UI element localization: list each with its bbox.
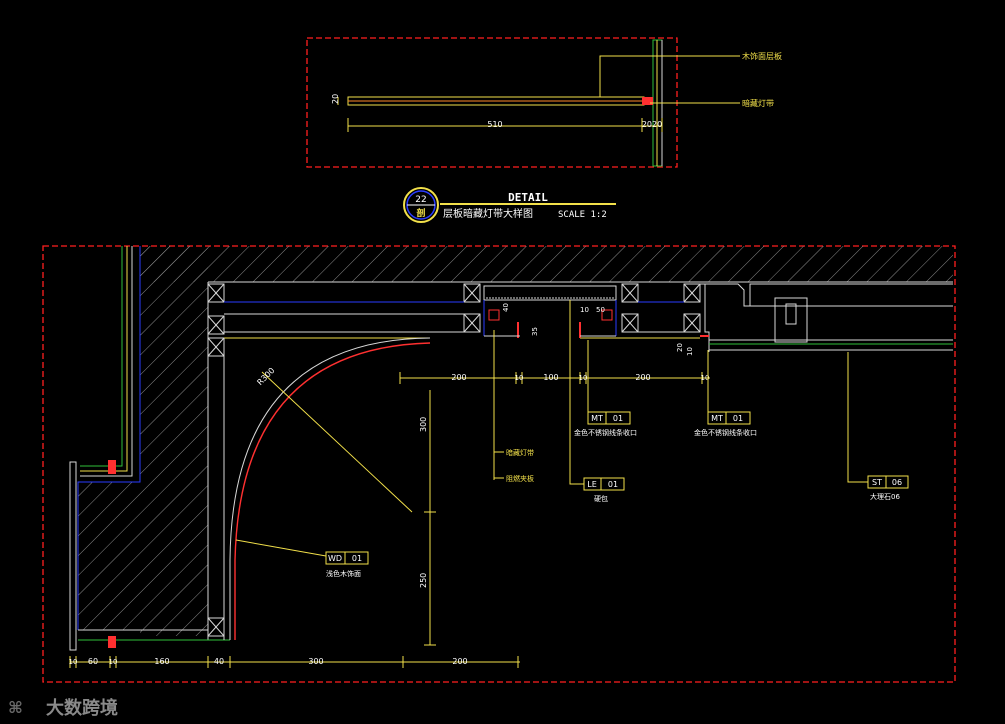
title-sheet: 剖 xyxy=(416,207,425,219)
title-subtitle: 层板暗藏灯带大样图 xyxy=(443,207,533,220)
callout-desc: 金色不锈钢线条收口 xyxy=(694,428,757,437)
callout-st: ST 06 大理石06 xyxy=(867,475,909,501)
callout-num: 01 xyxy=(613,414,623,423)
dim-bottom-2: 60 xyxy=(88,657,98,666)
dim-top-1: 200 xyxy=(451,373,466,382)
wall-panel-left xyxy=(69,461,77,651)
dim-top-6: 10 xyxy=(701,374,710,382)
light-slot xyxy=(483,285,617,301)
callout-code: ST xyxy=(872,478,882,487)
dim-bottom-3: 10 xyxy=(109,658,118,666)
dim-top-5: 200 xyxy=(635,373,650,382)
top-detail-frame xyxy=(306,37,678,168)
wall-lower xyxy=(78,482,140,630)
callout-desc: 金色不锈钢线条收口 xyxy=(574,428,637,437)
dim-top-3: 100 xyxy=(543,373,558,382)
callout-num: 01 xyxy=(733,414,743,423)
label-light: 暗藏灯带 xyxy=(742,98,774,108)
ceiling-slab xyxy=(140,246,953,282)
leader-wood xyxy=(599,55,740,97)
curved-panel-outer xyxy=(229,337,431,640)
watermark-logo-icon: ⌘ xyxy=(8,698,23,717)
dim-small-1: 40 xyxy=(502,303,510,312)
callout-code: LE xyxy=(587,480,597,489)
callout-code: WD xyxy=(328,554,342,563)
callout-num: 01 xyxy=(352,554,362,563)
callout-mt-1: MT 01 金色不锈钢线条收口 xyxy=(574,411,637,437)
dim-height: 20 xyxy=(331,94,340,104)
dim-small-5: 20 xyxy=(676,343,684,352)
callout-mt-2: MT 01 金色不锈钢线条收口 xyxy=(694,411,757,437)
callout-code: MT xyxy=(591,414,603,423)
callout-desc: 硬包 xyxy=(594,494,608,503)
main-detail: R300 200 10 100 10 200 10 40 35 10 50 20… xyxy=(42,245,956,683)
watermark: ⌘ 大数跨境 xyxy=(8,697,118,719)
callout-code: MT xyxy=(711,414,723,423)
dim-end: 2020 xyxy=(642,120,662,129)
dim-vertical-1: 300 xyxy=(419,417,428,432)
radius-leader xyxy=(261,371,413,513)
watermark-brand: 大数跨境 xyxy=(46,697,118,719)
callout-num: 06 xyxy=(892,478,902,487)
wall-column xyxy=(140,246,208,636)
callout-desc: 浅色木饰面 xyxy=(326,569,361,578)
note-1: 暗藏灯带 xyxy=(506,448,534,457)
label-wood: 木饰面层板 xyxy=(742,51,782,61)
door-closer xyxy=(774,297,808,343)
dim-small-4: 50 xyxy=(596,306,605,314)
title-block: 22 剖 DETAIL 层板暗藏灯带大样图 SCALE 1:2 xyxy=(403,187,616,223)
dim-top-2: 10 xyxy=(515,374,524,382)
title-heading: DETAIL xyxy=(508,191,548,204)
dim-small-3: 10 xyxy=(580,306,589,314)
callout-le: LE 01 硬包 xyxy=(583,477,625,503)
dim-bottom-4: 160 xyxy=(154,657,169,666)
dim-length: 510 xyxy=(487,120,502,129)
dim-small-6: 10 xyxy=(686,347,694,356)
dim-small-2: 35 xyxy=(531,327,539,336)
led-strip xyxy=(642,97,653,105)
callout-desc: 大理石06 xyxy=(870,492,900,501)
callout-wd: WD 01 浅色木饰面 xyxy=(325,551,369,578)
title-scale: SCALE 1:2 xyxy=(558,210,607,220)
title-bubble xyxy=(403,187,439,223)
dim-top-4: 10 xyxy=(579,374,588,382)
dim-bottom-1: 10 xyxy=(69,658,78,666)
top-detail: 木饰面层板 暗藏灯带 20 510 2020 xyxy=(306,37,782,168)
note-2: 阻燃夹板 xyxy=(506,474,534,483)
callout-num: 01 xyxy=(608,480,618,489)
dim-bottom-5: 40 xyxy=(214,657,224,666)
radius-label: R300 xyxy=(255,366,276,387)
dim-bottom-7: 200 xyxy=(452,657,467,666)
dim-vertical-2: 250 xyxy=(419,573,428,588)
title-number: 22 xyxy=(415,195,426,205)
dim-bottom-6: 300 xyxy=(308,657,323,666)
curved-panel-inner xyxy=(234,342,431,640)
